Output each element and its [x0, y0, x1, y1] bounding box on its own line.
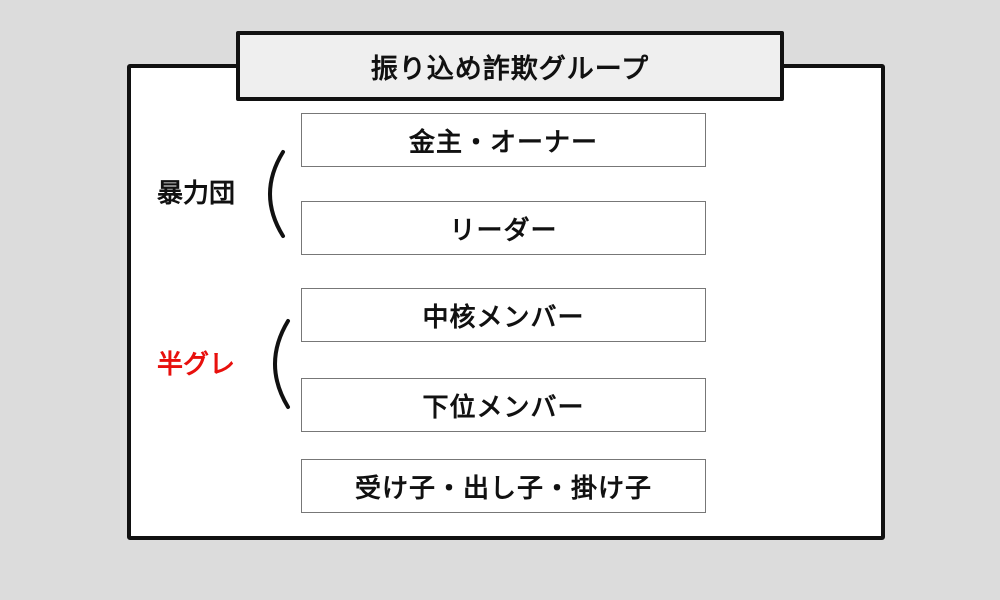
tier-owner: 金主・オーナー — [301, 113, 706, 167]
tier-runners: 受け子・出し子・掛け子 — [301, 459, 706, 513]
tier-leader: リーダー — [301, 201, 706, 255]
tier-core-member: 中核メンバー — [301, 288, 706, 342]
diagram-title: 振り込め詐欺グループ — [236, 31, 784, 101]
group-label-yakuza: 暴力団 — [157, 179, 236, 209]
bracket-hangure — [273, 319, 290, 409]
group-label-hangure: 半グレ — [157, 350, 236, 380]
bracket-yakuza — [268, 150, 285, 238]
tier-lower-member: 下位メンバー — [301, 378, 706, 432]
